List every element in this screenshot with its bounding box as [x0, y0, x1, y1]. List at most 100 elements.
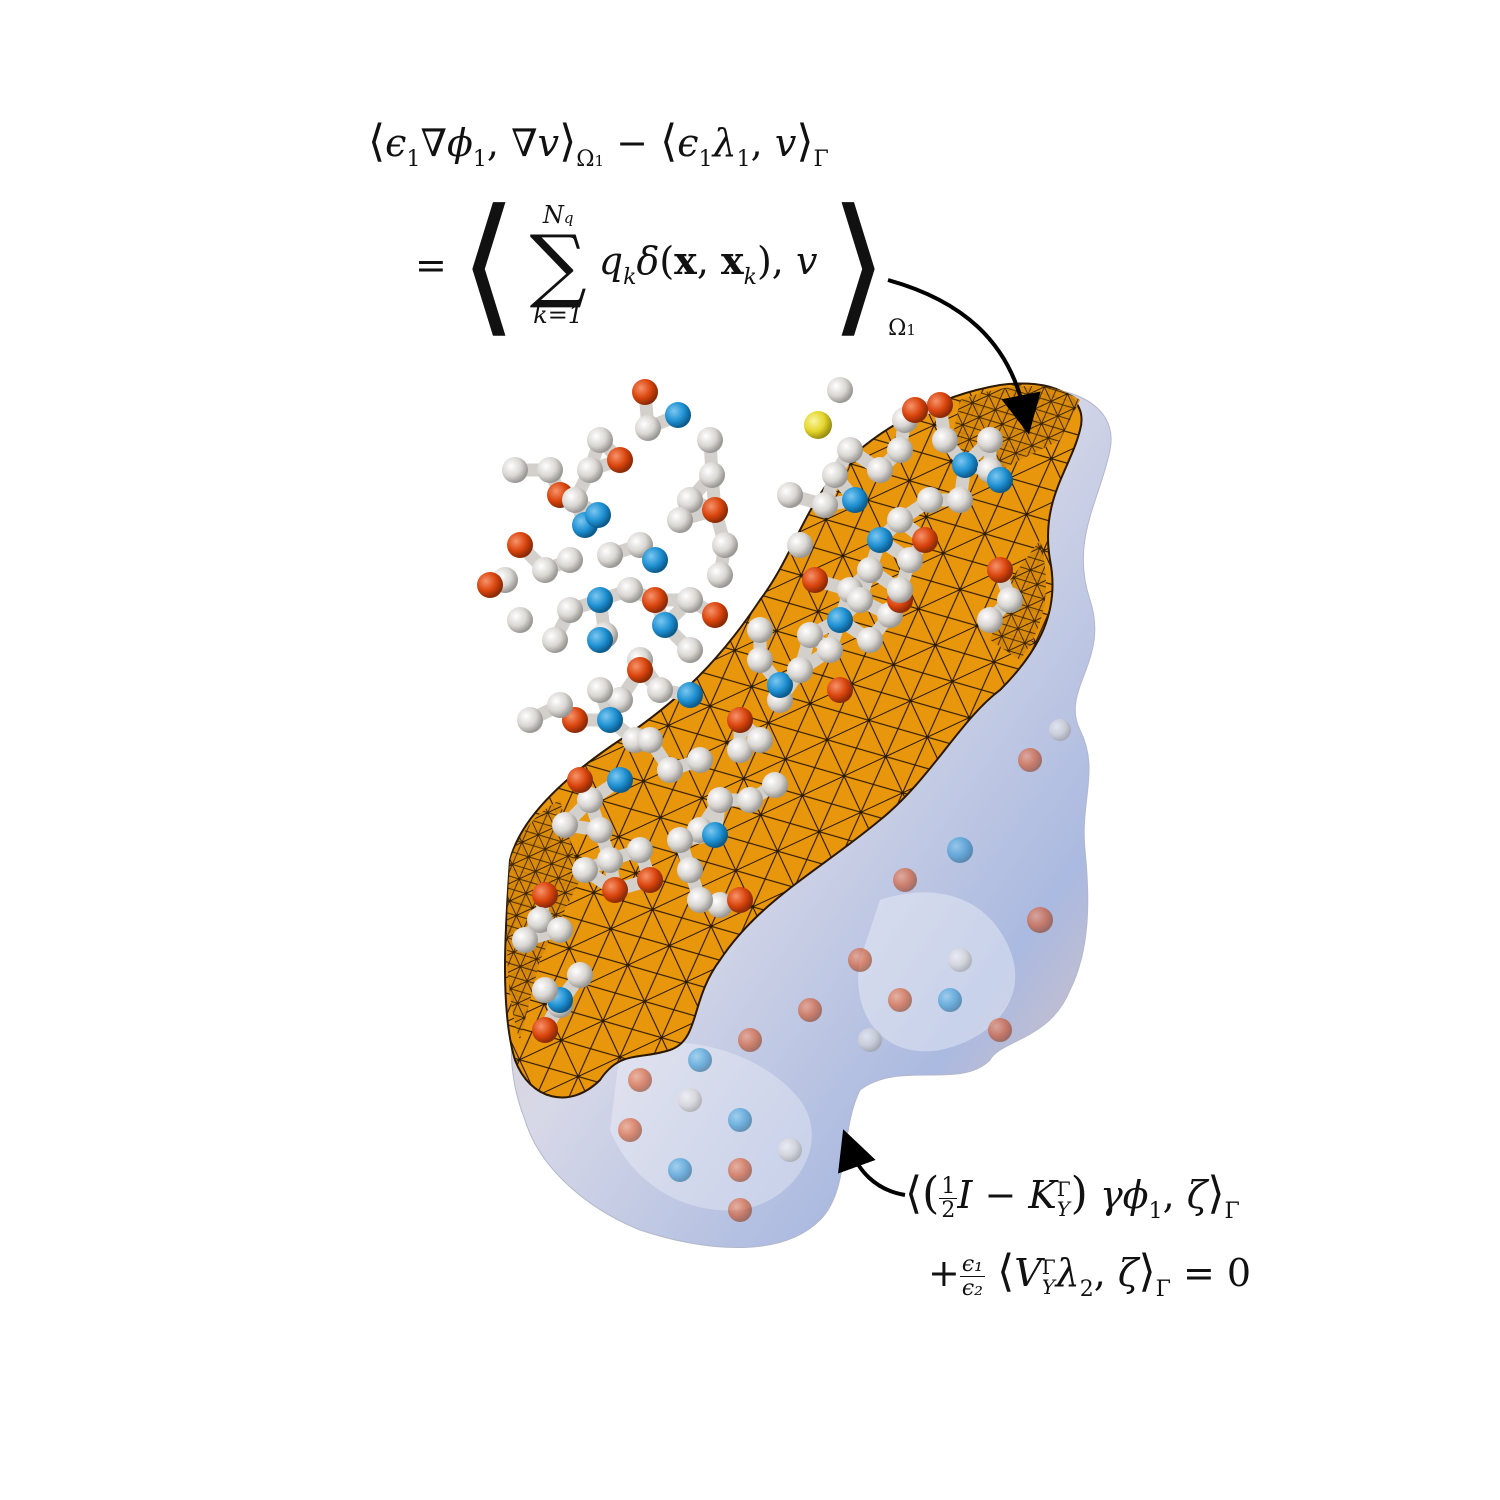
molecule-atom — [997, 587, 1023, 613]
molecule-atom — [787, 657, 813, 683]
molecule-atom — [512, 927, 538, 953]
molecule-atom — [747, 617, 773, 643]
molecule-atom — [737, 787, 763, 813]
molecule-atom — [587, 677, 613, 703]
molecule-atom — [627, 657, 653, 683]
molecule-atom — [952, 452, 978, 478]
molecule-atom — [542, 627, 568, 653]
molecule-atom — [637, 727, 663, 753]
molecule-atom — [597, 847, 623, 873]
molecule-atom — [847, 587, 873, 613]
molecule-atom — [762, 772, 788, 798]
molecule-atom — [932, 427, 958, 453]
molecule-atom — [787, 532, 813, 558]
molecule-atom — [642, 587, 668, 613]
molecule-atom — [912, 527, 938, 553]
molecule-atom — [987, 557, 1013, 583]
molecule-atom — [817, 637, 843, 663]
molecule-atom — [804, 411, 832, 439]
molecule-atom — [647, 677, 673, 703]
molecule-atom — [747, 647, 773, 673]
molecule-atom — [827, 677, 853, 703]
molecule-atom — [517, 707, 543, 733]
arrow-top-icon — [887, 278, 1041, 435]
molecule-atom — [585, 502, 611, 528]
molecule-atom — [687, 887, 713, 913]
molecule-atom — [637, 867, 663, 893]
equation-top-line2: = ⟨ Nq ∑ k=1 qkδ(x, xk), v ⟩Ω1 — [415, 178, 916, 352]
molecule-atom — [667, 827, 693, 853]
molecule-atom — [702, 602, 728, 628]
molecule-atom — [617, 577, 643, 603]
molecule-atom — [597, 707, 623, 733]
molecule-atom — [502, 457, 528, 483]
molecule-atom — [557, 597, 583, 623]
molecule-atom — [607, 447, 633, 473]
molecule-atom — [587, 587, 613, 613]
arrow-bottom-icon — [838, 1129, 906, 1197]
molecule-atom — [567, 767, 593, 793]
molecule-atom — [987, 467, 1013, 493]
molecule-atom — [532, 977, 558, 1003]
molecule-atom — [627, 837, 653, 863]
molecule-atom — [712, 532, 738, 558]
molecule-atom — [507, 532, 533, 558]
molecule-atom — [827, 607, 853, 633]
molecule-atom — [887, 577, 913, 603]
molecule-atom — [635, 415, 661, 441]
molecule-atom — [767, 672, 793, 698]
molecule-atom — [977, 427, 1003, 453]
molecule-atom — [917, 487, 943, 513]
molecule-atom — [577, 457, 603, 483]
molecule-atom — [477, 572, 503, 598]
molecule-atom — [577, 787, 603, 813]
molecule-atom — [697, 427, 723, 453]
molecule-atom — [547, 917, 573, 943]
molecule-atom — [557, 547, 583, 573]
molecule-atom — [552, 812, 578, 838]
molecule-atom — [607, 767, 633, 793]
molecule-atom — [747, 727, 773, 753]
molecule-atom — [727, 737, 753, 763]
molecule-atom — [812, 492, 838, 518]
molecule-atom — [562, 487, 588, 513]
molecule-atom — [642, 547, 668, 573]
molecule-atom — [567, 962, 593, 988]
molecule-atom — [572, 857, 598, 883]
molecule-atom — [547, 692, 573, 718]
molecule-atom — [867, 527, 893, 553]
molecule-atom — [902, 397, 928, 423]
molecule-atom — [842, 487, 868, 513]
molecule-atom — [665, 402, 691, 428]
molecule-atom — [707, 562, 733, 588]
molecule-atom — [857, 627, 883, 653]
molecule-atom — [887, 437, 913, 463]
molecule-atom — [857, 557, 883, 583]
molecule-atom — [837, 437, 863, 463]
molecule-atom — [927, 392, 953, 418]
molecule-atom — [677, 857, 703, 883]
molecule-atom — [707, 892, 733, 918]
molecule-atom — [587, 627, 613, 653]
molecule-atom — [677, 587, 703, 613]
molecule-atom — [727, 887, 753, 913]
molecule-atom — [652, 612, 678, 638]
equation-top-line1: ⟨ϵ1∇ϕ1, ∇v⟩Ω1 − ⟨ϵ1λ1, v⟩Γ — [368, 116, 829, 172]
molecule-atom — [797, 622, 823, 648]
molecule-atom — [887, 507, 913, 533]
molecule-atom — [537, 457, 563, 483]
molecule-atom — [702, 822, 728, 848]
molecule-atom — [897, 547, 923, 573]
molecule-atom — [607, 687, 633, 713]
molecule-atom — [822, 462, 848, 488]
molecule-atom — [777, 482, 803, 508]
molecule-atom — [727, 707, 753, 733]
molecule-atom — [827, 377, 853, 403]
molecule-atom — [587, 427, 613, 453]
molecule-atom — [677, 682, 703, 708]
molecule-atom — [532, 882, 558, 908]
molecule-atom — [677, 487, 703, 513]
